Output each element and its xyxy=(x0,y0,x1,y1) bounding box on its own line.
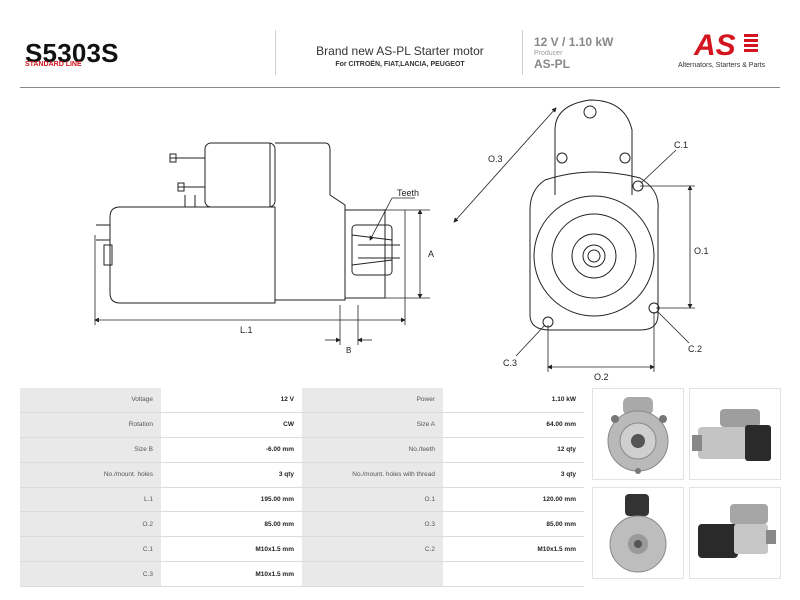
product-title: Brand new AS-PL Starter motor xyxy=(316,44,484,58)
spec-label: O.2 xyxy=(20,511,161,538)
spec-value: M10x1.5 mm xyxy=(161,561,302,588)
spec-value xyxy=(443,561,584,588)
spec-label: Voltage xyxy=(20,388,161,413)
spec-label xyxy=(302,561,443,588)
product-line-label: STANDARD LINE xyxy=(25,61,82,68)
spec-value: -6.00 mm xyxy=(161,437,302,463)
spec-label: Size A xyxy=(302,412,443,438)
product-photo-side xyxy=(689,388,781,480)
producer-value: AS-PL xyxy=(534,57,570,71)
spec-label: C.1 xyxy=(20,536,161,563)
spec-value: 3 qty xyxy=(443,462,584,488)
spec-value: M10x1.5 mm xyxy=(161,536,302,563)
spec-label: L.1 xyxy=(20,487,161,513)
spec-label: No./mount. holes with thread xyxy=(302,462,443,488)
spec-value: 3 qty xyxy=(161,462,302,488)
starter-front-image xyxy=(607,397,669,474)
product-application: For CITROËN, FIAT,LANCIA, PEUGEOT xyxy=(335,61,465,68)
dim-o2-label: O.2 xyxy=(594,372,609,382)
hole-c1-label: C.1 xyxy=(674,140,688,150)
brand-tagline: Alternators, Starters & Parts xyxy=(678,62,766,69)
side-view xyxy=(96,142,400,304)
spec-value: 12 V xyxy=(161,388,302,413)
brand-logo-text: AS xyxy=(693,29,736,60)
dim-l1-label: L.1 xyxy=(240,325,253,335)
spec-value: 85.00 mm xyxy=(443,511,584,538)
product-photo-angle xyxy=(689,487,781,579)
spec-value: 195.00 mm xyxy=(161,487,302,513)
starter-rear-image xyxy=(609,494,667,573)
hole-c2-label: C.2 xyxy=(688,344,702,354)
spec-label: No./mount. holes xyxy=(20,462,161,488)
product-photo-rear xyxy=(592,487,684,579)
spec-label: O.3 xyxy=(302,511,443,538)
spec-value: 12 qty xyxy=(443,437,584,463)
spec-value: 85.00 mm xyxy=(161,511,302,538)
dim-b-label: B xyxy=(346,346,351,355)
spec-label: C.2 xyxy=(302,536,443,563)
spec-value: 64.00 mm xyxy=(443,412,584,438)
technical-drawing: Teeth A B L.1 O.3 O.1 O.2 C.1 C.2 C.3 xyxy=(94,99,709,382)
brand-logo-stripes xyxy=(744,34,758,52)
spec-label: No./teeth xyxy=(302,437,443,463)
voltage-power-summary: 12 V / 1.10 kW xyxy=(534,35,614,49)
header-divider xyxy=(522,30,523,75)
hole-c3-label: C.3 xyxy=(503,358,517,368)
spec-label: Rotation xyxy=(20,412,161,438)
header-divider xyxy=(275,30,276,75)
dim-o1-label: O.1 xyxy=(694,246,709,256)
spec-value: M10x1.5 mm xyxy=(443,536,584,563)
spec-label: Size B xyxy=(20,437,161,463)
teeth-label: Teeth xyxy=(397,188,419,198)
spec-value: 1.10 kW xyxy=(443,388,584,413)
side-view-dimensions xyxy=(94,197,430,345)
front-view-dimensions xyxy=(453,107,695,372)
spec-value: CW xyxy=(161,412,302,438)
starter-side-image xyxy=(692,409,771,461)
header-rule xyxy=(20,87,780,88)
spec-label: Power xyxy=(302,388,443,413)
front-view xyxy=(529,99,660,331)
dim-a-label: A xyxy=(428,249,434,259)
spec-value: 120.00 mm xyxy=(443,487,584,513)
starter-angle-image xyxy=(698,504,776,558)
part-number: S5303S xyxy=(25,38,119,68)
title-block: Brand new AS-PL Starter motor For CITROË… xyxy=(285,44,515,68)
dim-o3-label: O.3 xyxy=(488,154,503,164)
spec-label: C.3 xyxy=(20,561,161,588)
brand-logo: AS xyxy=(693,29,758,60)
producer-label: Producer xyxy=(534,50,563,57)
product-photo-front xyxy=(592,388,684,480)
spec-label: O.1 xyxy=(302,487,443,513)
